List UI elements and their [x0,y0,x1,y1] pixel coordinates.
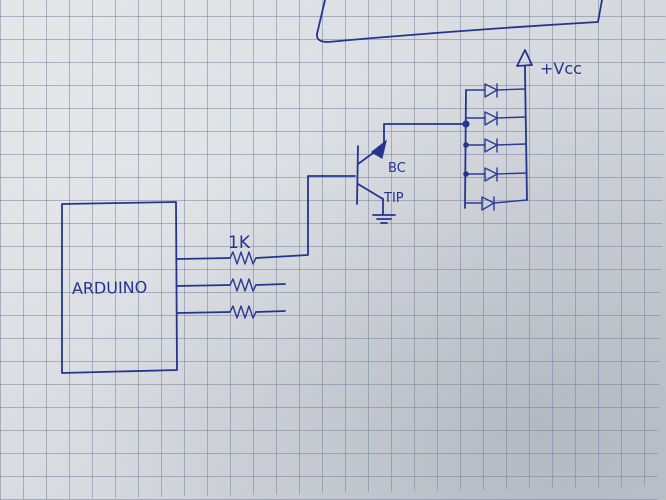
arduino-box [61,201,178,374]
led-array [462,71,528,211]
transistor: BC TIP [356,139,406,206]
resistor-3-lead [255,310,286,313]
supply-arrow-icon [516,49,533,73]
collector-to-led-bus-wire [383,123,467,146]
arduino-output-2-wire [176,284,231,287]
transistor-label-bc: BC [388,161,406,176]
resistor-1-icon [229,251,257,265]
resistor-2-lead [255,283,286,286]
transistor-collector-arrow-icon [370,139,387,159]
led-1-icon [484,83,498,98]
led-4-icon [484,167,498,182]
arduino-output-3-wire [176,311,231,314]
arduino-block: ARDUINO [61,201,178,374]
transistor-emitter-leg [357,183,384,200]
transistor-label-tip: TIP [383,191,404,206]
junction-dot [462,120,470,128]
junction-dot [463,171,469,177]
ground-icon [372,198,396,224]
led-5-icon [481,196,495,211]
transistor-base-bar [356,145,359,205]
led-cathode-bus [464,89,467,209]
resistor-network [176,175,356,319]
led-anode-bus [524,71,528,201]
resistor-2-icon [229,278,257,292]
led-2-icon [484,111,498,126]
top-sketch-outline [316,0,603,43]
resistor-value-label: 1K [228,233,251,253]
junction-dot [463,142,469,148]
supply-label: +Vcc [540,59,582,78]
resistor-3-icon [229,305,257,319]
arduino-output-1-wire [176,257,231,260]
arduino-label: ARDUINO [72,278,148,298]
resistor-1-to-base-wire [255,175,356,259]
led-3-icon [484,138,498,153]
